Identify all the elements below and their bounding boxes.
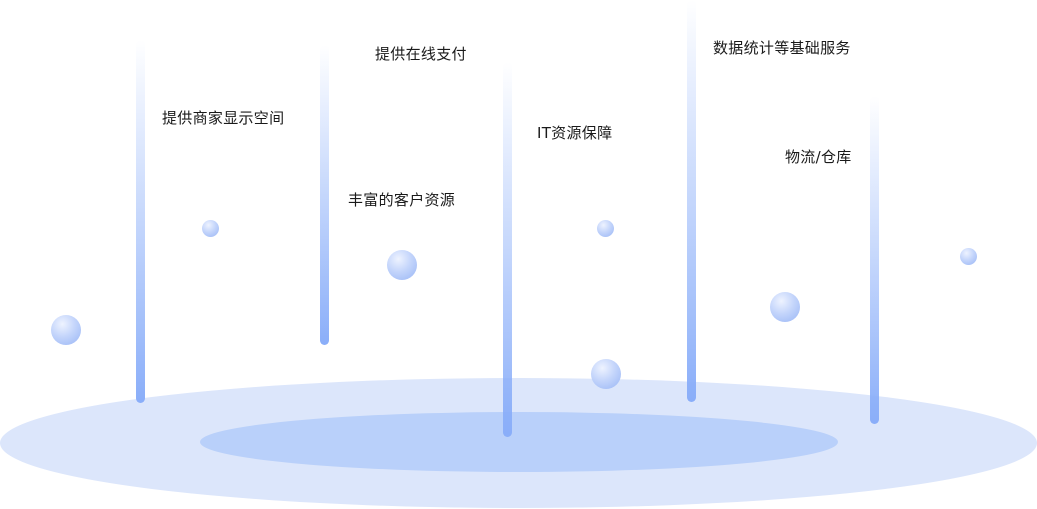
pillar-1 <box>136 40 145 403</box>
orb-1 <box>51 315 81 345</box>
orb-6 <box>770 292 800 322</box>
label-customer-resources: 丰富的客户资源 <box>348 191 456 209</box>
pillar-2 <box>320 45 329 345</box>
label-logistics: 物流/仓库 <box>785 148 852 166</box>
pillar-3 <box>503 62 512 437</box>
label-online-payment: 提供在线支付 <box>375 45 467 63</box>
pillar-5 <box>870 96 879 424</box>
orb-3 <box>387 250 417 280</box>
inner-platform-ellipse <box>200 412 838 472</box>
orb-7 <box>960 248 977 265</box>
orb-5 <box>591 359 621 389</box>
orb-2 <box>202 220 219 237</box>
label-display-space: 提供商家显示空间 <box>162 109 285 127</box>
pillar-4 <box>687 0 696 402</box>
label-it-assurance: IT资源保障 <box>537 124 613 142</box>
orb-4 <box>597 220 614 237</box>
label-data-services: 数据统计等基础服务 <box>713 39 851 57</box>
